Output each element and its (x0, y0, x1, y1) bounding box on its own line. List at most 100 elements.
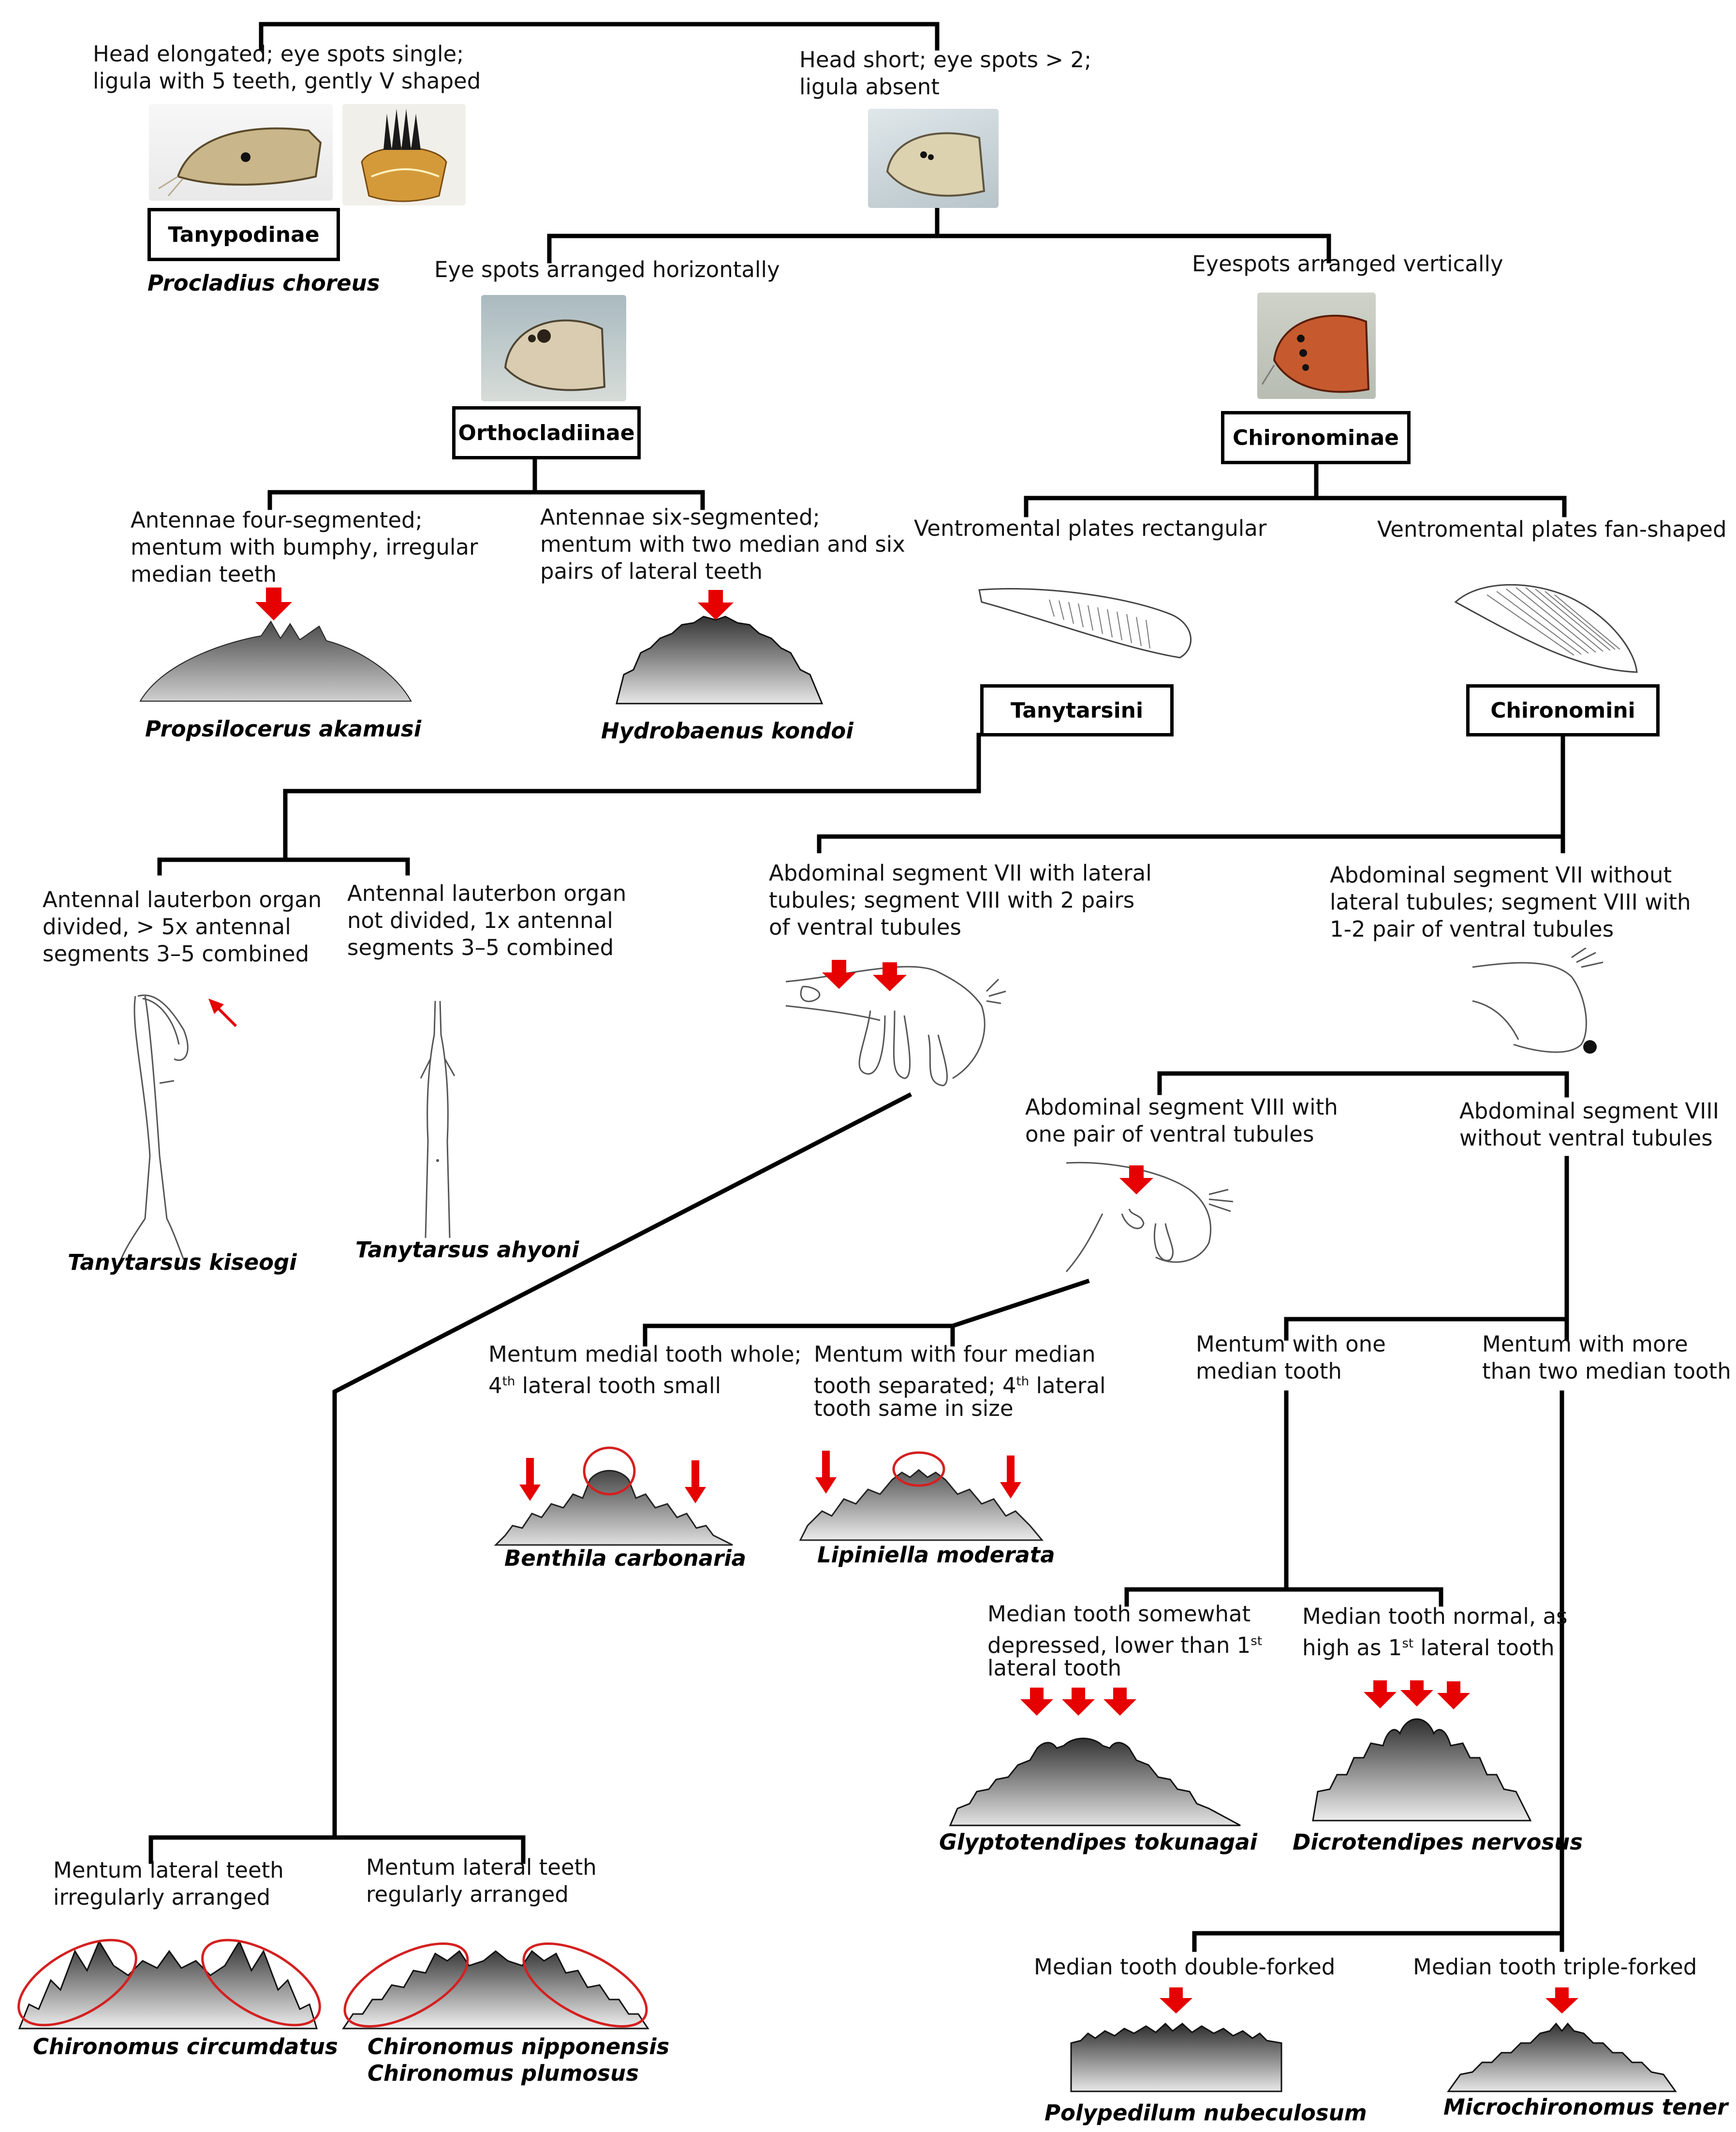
connector-benthila-lipiniella (643, 1279, 1090, 1347)
eyes-horizontal-photo (481, 295, 626, 401)
benthila-species: Benthila carbonaria (504, 1545, 747, 1571)
connector-forked (1192, 1390, 1564, 1952)
glyptotendipes-mentum-figure (949, 1688, 1241, 1826)
tanytarsini-left-line3: segments 3–5 combined (43, 941, 309, 967)
ventromental-fan-figure (1454, 584, 1638, 673)
connector-subfamilies (547, 234, 1331, 264)
root-left-line2: ligula with 5 teeth, gently V shaped (93, 68, 481, 94)
arrow-icon (519, 1458, 541, 1501)
arrow-icon (1119, 1165, 1153, 1194)
plumosus-species: Chironomus plumosus (368, 2060, 639, 2086)
seg8-one-line1: Abdominal segment VIII with (1025, 1094, 1338, 1120)
arrow-icon (873, 962, 907, 991)
mentum-one-line1: Mentum with one (1196, 1331, 1386, 1357)
microchironomus-species: Microchironomus tener (1443, 2094, 1728, 2120)
lipiniella-line3: tooth same in size (814, 1396, 1014, 1421)
dicro-line1: Median tooth normal, as (1302, 1603, 1568, 1629)
seg8-one-line2: one pair of ventral tubules (1025, 1121, 1314, 1147)
root-right-line2: ligula absent (799, 74, 940, 100)
tanytarsini-box: Tanytarsini (980, 684, 1174, 736)
hydrobaenus-mentum-figure (616, 590, 824, 705)
highlight-circle (892, 1451, 945, 1487)
chironomini-with-line1: Abdominal segment VII with lateral (769, 860, 1152, 886)
polypedilum-species: Polypedilum nubeculosum (1045, 2100, 1367, 2126)
arrow-icon (1400, 1680, 1433, 1706)
arrow-icon (1437, 1681, 1470, 1709)
chironominae-box: Chironominae (1221, 411, 1411, 464)
connector-chironomus (332, 1092, 912, 1840)
mentum-one-line2: median tooth (1196, 1358, 1342, 1384)
tanytarsini-left-line1: Antennal lauterbon organ (43, 887, 322, 912)
connector-orthocladiinae (267, 490, 705, 510)
tanytarsini-right-line1: Antennal lauterbon organ (347, 881, 627, 906)
tanypodinae-ligula-photo (342, 104, 466, 206)
arrow-icon (822, 960, 856, 989)
benthila-mentum-figure (494, 1446, 733, 1546)
connector-root (259, 22, 940, 51)
seg7-without-tubules-figure (1472, 948, 1604, 1054)
highlight-circle (201, 1939, 321, 2027)
tanytarsini-left-line2: divided, > 5x antennal (43, 914, 291, 940)
ortho-left-line2: mentum with bumphy, irregular (131, 534, 478, 560)
kiseogi-antenna-figure (120, 994, 237, 1260)
ventromental-fan: Ventromental plates fan-shaped (1377, 516, 1727, 542)
root-left-line1: Head elongated; eye spots single; (93, 41, 464, 67)
glypto-line2: depressed, lower than 1st (987, 1632, 1263, 1658)
head-short-photo (868, 109, 999, 208)
lipiniella-line2: tooth separated; 4th lateral (814, 1373, 1106, 1398)
tanypodinae-head-photo (149, 104, 333, 201)
eyes-horizontal: Eye spots arranged horizontally (434, 257, 780, 282)
dicrotendipes-species: Dicrotendipes nervosus (1293, 1829, 1583, 1855)
arrow-icon (698, 590, 734, 620)
connector-mentum (1284, 1156, 1569, 1341)
arrow-icon (685, 1460, 706, 1503)
arrow-icon (1545, 1987, 1578, 2014)
propsilocerus-species: Propsilocerus akamusi (145, 716, 422, 742)
chironomini-with-line2: tubules; segment VIII with 2 pairs (769, 887, 1135, 913)
double-forked-label: Median tooth double-forked (1034, 1954, 1336, 1980)
highlight-circle (17, 1939, 137, 2027)
glyptotendipes-species: Glyptotendipes tokunagai (939, 1829, 1258, 1855)
chironomus-regular-line2: regularly arranged (366, 1882, 569, 1907)
chironomus-regular-line1: Mentum lateral teeth (366, 1854, 597, 1880)
eyes-vertical: Eyespots arranged vertically (1192, 251, 1503, 277)
mentum-more-line2: than two median tooth (1482, 1358, 1731, 1384)
arrow-icon (208, 999, 237, 1027)
triple-forked-label: Median tooth triple-forked (1413, 1954, 1697, 1980)
mentum-more-line1: Mentum with more (1482, 1331, 1688, 1357)
seg8-one-tubules-figure (1065, 1162, 1234, 1272)
ahyoni-species: Tanytarsus ahyoni (355, 1237, 579, 1263)
highlight-circle (522, 1942, 648, 2028)
arrow-icon (1020, 1688, 1053, 1716)
tanytarsini-right-line2: not divided, 1x antennal (347, 908, 613, 933)
glypto-line1: Median tooth somewhat (987, 1601, 1251, 1627)
ortho-right-line1: Antennae six-segmented; (540, 504, 820, 530)
arrow-icon (1103, 1688, 1136, 1716)
microchironomus-mentum-figure (1447, 1987, 1677, 2092)
connector-chironominae (1024, 496, 1567, 517)
ortho-left-line3: median teeth (131, 561, 277, 587)
ventromental-rect-figure (978, 588, 1192, 659)
tanytarsini-right-line3: segments 3–5 combined (347, 935, 614, 960)
seg7-with-tubules-figure (785, 960, 1006, 1087)
root-right-line1: Head short; eye spots > 2; (799, 47, 1092, 73)
propsilocerus-mentum-figure (139, 588, 412, 702)
connector-glypto-dicro (1124, 1390, 1289, 1607)
circumdatus-species: Chironomus circumdatus (33, 2034, 338, 2059)
hydrobaenus-species: Hydrobaenus kondoi (601, 718, 853, 744)
tanypodinae-box: Tanypodinae (147, 208, 340, 261)
chironomini-with-line3: of ventral tubules (769, 914, 961, 940)
benthila-line2: 4th lateral tooth small (488, 1373, 721, 1398)
connector-seg8 (1157, 1071, 1569, 1098)
chironomini-without-line2: lateral tubules; segment VIII with (1330, 889, 1691, 915)
arrow-icon (1000, 1456, 1021, 1499)
kiseogi-species: Tanytarsus kiseogi (68, 1250, 297, 1275)
circumdatus-mentum-figure (17, 1939, 321, 2029)
seg8-none-line1: Abdominal segment VIII (1459, 1098, 1719, 1124)
ortho-right-line3: pairs of lateral teeth (540, 559, 763, 584)
ortho-right-line2: mentum with two median and six (540, 531, 905, 557)
nipponensis-mentum-figure (342, 1942, 649, 2029)
highlight-circle (343, 1942, 469, 2028)
dicrotendipes-mentum-figure (1312, 1680, 1532, 1822)
